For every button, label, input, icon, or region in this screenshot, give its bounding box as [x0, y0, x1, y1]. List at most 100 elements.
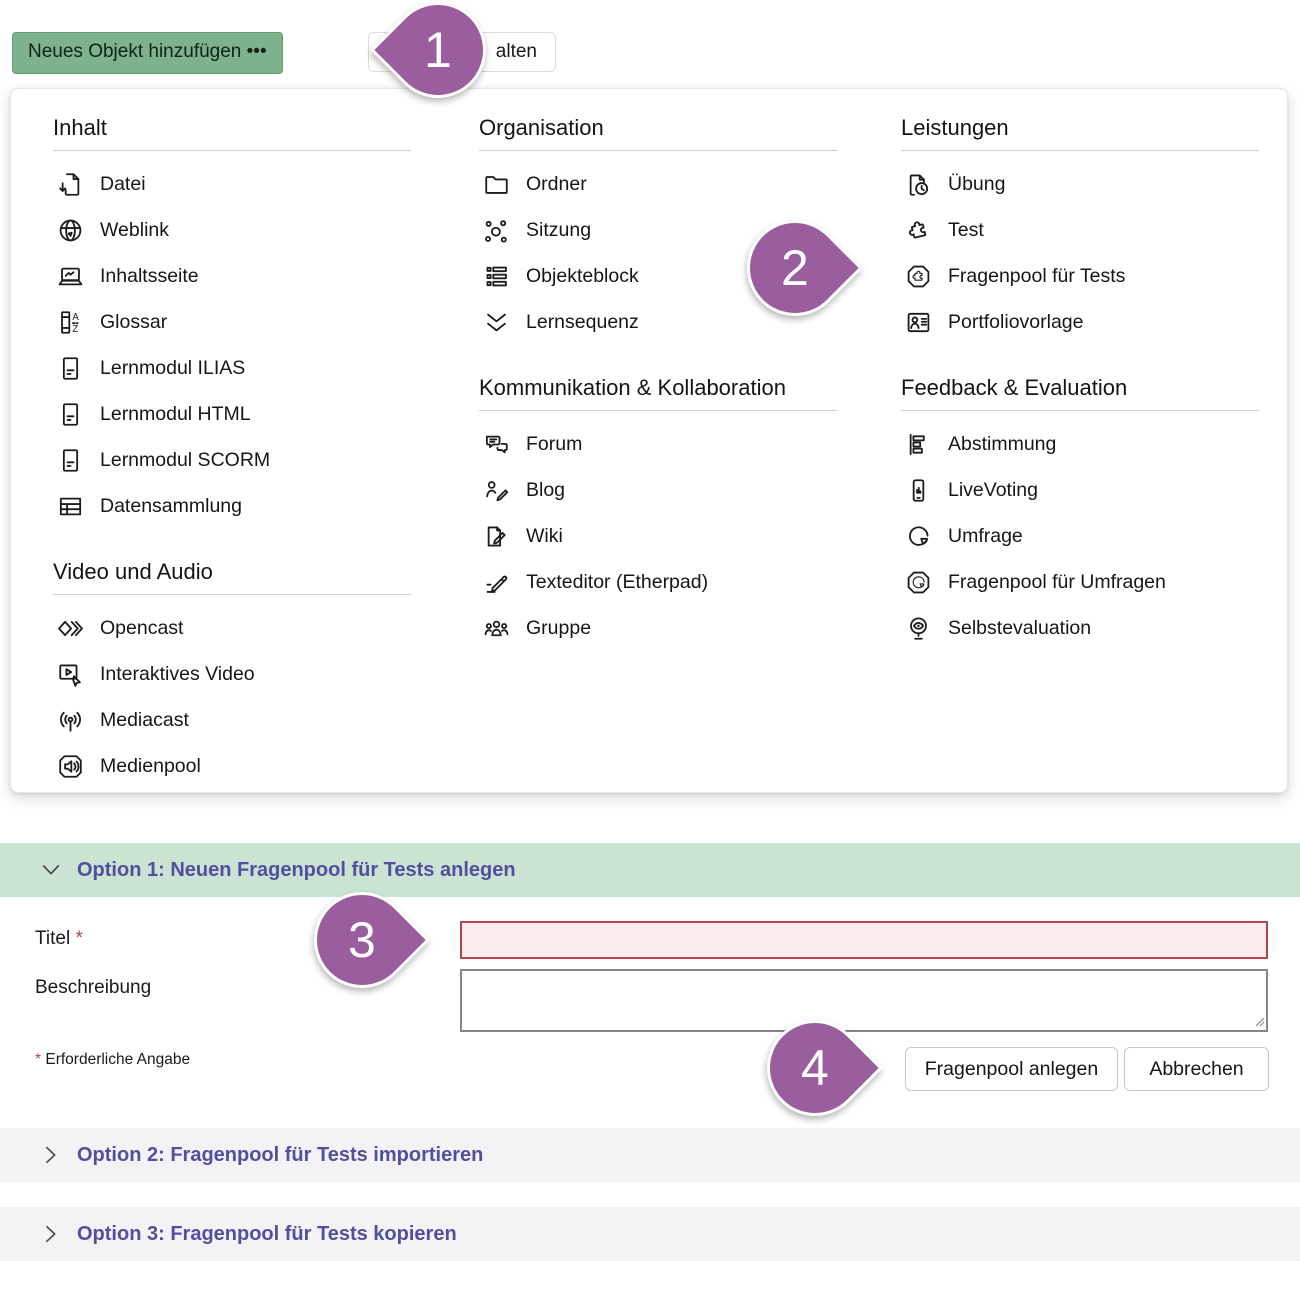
step-marker-number: 3	[348, 912, 376, 968]
menu-item-label: Übung	[948, 172, 1006, 195]
option3-title: Option 3: Fragenpool für Tests kopieren	[77, 1222, 457, 1245]
menu-item-forum[interactable]: Forum	[479, 421, 837, 467]
menu-item-label: Lernmodul SCORM	[100, 448, 271, 471]
mediacast-icon	[53, 704, 87, 736]
menu-item-label: Datei	[100, 172, 146, 195]
self-evaluation-icon	[901, 612, 935, 644]
option1-title: Option 1: Neuen Fragenpool für Tests anl…	[77, 858, 516, 881]
add-new-object-button[interactable]: Neues Objekt hinzufügen •••	[12, 32, 283, 74]
step-marker-number: 1	[424, 22, 452, 78]
menu-item-label: Texteditor (Etherpad)	[526, 570, 709, 593]
section-feedback-evaluation: Feedback & Evaluation Abstimmung LiveVot…	[901, 369, 1259, 651]
menu-column-leistungen: Leistungen Übung Test Fragenpool für Tes…	[901, 109, 1259, 651]
live-voting-icon	[901, 474, 935, 506]
menu-item-umfrage[interactable]: Umfrage	[901, 513, 1259, 559]
menu-item-fragenpool-umfragen[interactable]: Fragenpool für Umfragen	[901, 559, 1259, 605]
option3-expander[interactable]: Option 3: Fragenpool für Tests kopieren	[0, 1207, 1300, 1261]
wiki-icon	[479, 520, 513, 552]
menu-item-test[interactable]: Test	[901, 207, 1259, 253]
media-pool-icon	[53, 750, 87, 782]
menu-item-interaktives-video[interactable]: Interaktives Video	[53, 651, 411, 697]
file-download-icon	[53, 168, 87, 200]
cancel-button[interactable]: Abbrechen	[1124, 1047, 1269, 1091]
folder-icon	[479, 168, 513, 200]
forum-icon	[479, 428, 513, 460]
menu-item-opencast[interactable]: Opencast	[53, 605, 411, 651]
menu-item-inhaltsseite[interactable]: Inhaltsseite	[53, 253, 411, 299]
globe-icon	[53, 214, 87, 246]
chevron-right-icon	[46, 1146, 56, 1164]
menu-item-label: LiveVoting	[948, 478, 1038, 501]
menu-item-label: Ordner	[526, 172, 587, 195]
exercise-icon	[901, 168, 935, 200]
menu-item-selbstevaluation[interactable]: Selbstevaluation	[901, 605, 1259, 651]
menu-item-datei[interactable]: Datei	[53, 161, 411, 207]
option2-expander[interactable]: Option 2: Fragenpool für Tests importier…	[0, 1128, 1300, 1182]
menu-item-label: Abstimmung	[948, 432, 1057, 455]
menu-item-lernsequenz[interactable]: Lernsequenz	[479, 299, 837, 345]
item-group-icon	[479, 260, 513, 292]
poll-icon	[901, 428, 935, 460]
menu-item-label: Weblink	[100, 218, 170, 241]
menu-item-label: Sitzung	[526, 218, 592, 241]
learning-module-icon	[53, 444, 87, 476]
menu-item-texteditor[interactable]: Texteditor (Etherpad)	[479, 559, 837, 605]
menu-item-label: Fragenpool für Umfragen	[948, 570, 1166, 593]
menu-item-label: Lernmodul ILIAS	[100, 356, 246, 379]
menu-item-fragenpool-tests[interactable]: Fragenpool für Tests	[901, 253, 1259, 299]
menu-item-label: Glossar	[100, 310, 168, 333]
menu-item-sitzung[interactable]: Sitzung	[479, 207, 837, 253]
menu-item-portfoliovorlage[interactable]: Portfoliovorlage	[901, 299, 1259, 345]
description-textarea[interactable]	[460, 969, 1268, 1032]
session-icon	[479, 214, 513, 246]
blog-icon	[479, 474, 513, 506]
section-video-audio: Video und Audio Opencast Interaktives Vi…	[53, 553, 411, 789]
title-input[interactable]	[460, 921, 1268, 959]
section-title: Inhalt	[53, 109, 411, 151]
menu-item-gruppe[interactable]: Gruppe	[479, 605, 837, 651]
menu-item-medienpool[interactable]: Medienpool	[53, 743, 411, 789]
section-leistungen: Leistungen Übung Test Fragenpool für Tes…	[901, 109, 1259, 345]
section-kommunikation: Kommunikation & Kollabo­ration Forum Blo…	[479, 369, 837, 651]
menu-item-label: Opencast	[100, 616, 184, 639]
chevron-down-icon	[42, 865, 60, 875]
section-organisation: Organisation Ordner Sitzung Objekteblock…	[479, 109, 837, 345]
menu-item-lernmodul-ilias[interactable]: Lernmodul ILIAS	[53, 345, 411, 391]
menu-item-label: Wiki	[526, 524, 563, 547]
textarea-resize-handle[interactable]	[1253, 1015, 1265, 1027]
description-label: Beschreibung	[35, 977, 152, 998]
svg-text:A: A	[72, 312, 79, 323]
test-icon	[901, 214, 935, 246]
required-asterisk: *	[35, 1051, 42, 1068]
menu-item-weblink[interactable]: Weblink	[53, 207, 411, 253]
step-marker-number: 2	[781, 240, 809, 296]
section-title: Feedback & Evaluation	[901, 369, 1259, 411]
menu-item-wiki[interactable]: Wiki	[479, 513, 837, 559]
option1-expander[interactable]: Option 1: Neuen Fragenpool für Tests anl…	[0, 843, 1300, 897]
opencast-icon	[53, 612, 87, 644]
menu-item-blog[interactable]: Blog	[479, 467, 837, 513]
interactive-video-icon	[53, 658, 87, 690]
group-icon	[479, 612, 513, 644]
menu-item-uebung[interactable]: Übung	[901, 161, 1259, 207]
menu-item-label: Inhaltsseite	[100, 264, 199, 287]
menu-item-label: Gruppe	[526, 616, 592, 639]
section-title: Leistungen	[901, 109, 1259, 151]
step-marker-number: 4	[801, 1040, 829, 1096]
menu-item-label: Interaktives Video	[100, 662, 255, 685]
menu-item-abstimmung[interactable]: Abstimmung	[901, 421, 1259, 467]
menu-item-livevoting[interactable]: LiveVoting	[901, 467, 1259, 513]
section-title: Kommunikation & Kollabo­ration	[479, 369, 837, 411]
menu-item-lernmodul-scorm[interactable]: Lernmodul SCORM	[53, 437, 411, 483]
menu-item-ordner[interactable]: Ordner	[479, 161, 837, 207]
create-question-pool-button[interactable]: Fragenpool anlegen	[905, 1047, 1118, 1091]
menu-item-lernmodul-html[interactable]: Lernmodul HTML	[53, 391, 411, 437]
section-title: Organisation	[479, 109, 837, 151]
menu-item-objekteblock[interactable]: Objekteblock	[479, 253, 837, 299]
menu-item-mediacast[interactable]: Mediacast	[53, 697, 411, 743]
menu-item-datensammlung[interactable]: Datensammlung	[53, 483, 411, 529]
menu-item-label: Selbstevaluation	[948, 616, 1092, 639]
